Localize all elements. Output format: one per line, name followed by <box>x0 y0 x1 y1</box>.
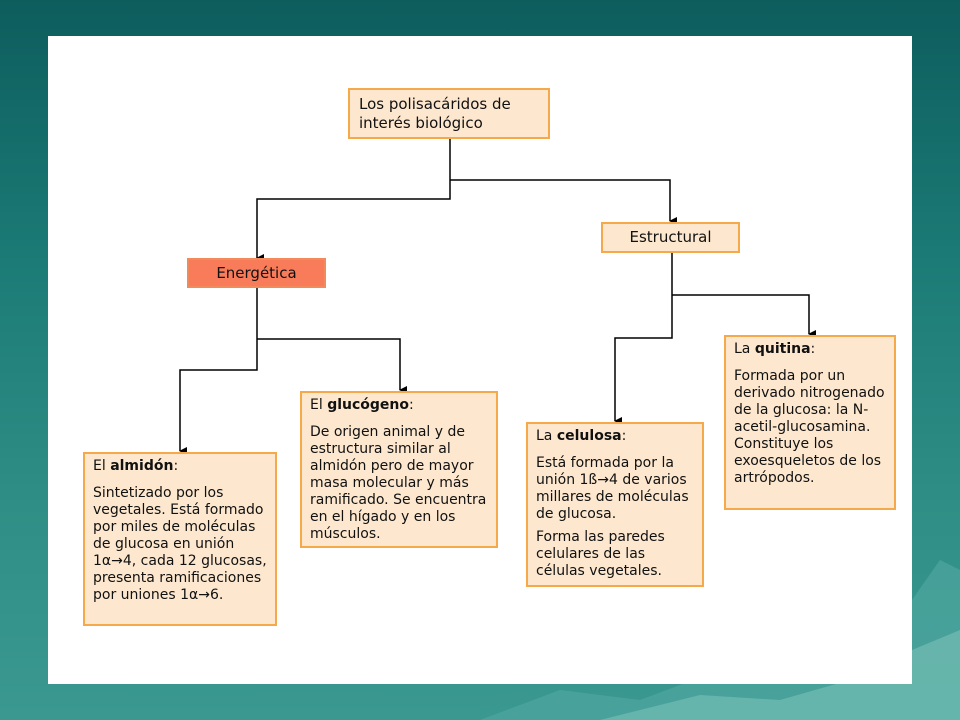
leaf-almidon-body: Sintetizado por los vegetales. Está form… <box>93 485 267 603</box>
leaf-almidon-heading: El almidón: <box>93 458 179 474</box>
connector-estructural-quitina <box>672 294 816 338</box>
connector-root-energetica <box>256 139 451 262</box>
branch-estructural: Estructural <box>601 222 740 253</box>
connector-energetica-almidon <box>179 288 258 455</box>
leaf-quitina-heading: La quitina: <box>734 341 816 357</box>
branch-energetica-label: Energética <box>216 263 297 282</box>
leaf-glucogeno: El glucógeno: De origen animal y de estr… <box>300 391 498 548</box>
connector-root-estructural <box>450 179 677 225</box>
leaf-celulosa-heading: La celulosa: <box>536 428 627 444</box>
branch-estructural-label: Estructural <box>629 228 712 246</box>
leaf-celulosa-body: Está formada por la unión 1ß→4 de varios… <box>536 455 689 522</box>
leaf-quitina-body: Formada por un derivado nitrogenado de l… <box>734 368 885 486</box>
branch-energetica: Energética <box>187 258 326 288</box>
root-node-label: Los polisacáridos de interés biológico <box>359 95 511 132</box>
leaf-glucogeno-heading: El glucógeno: <box>310 397 414 413</box>
leaf-glucogeno-body: De origen animal y de estructura similar… <box>310 424 487 542</box>
diagram-canvas: Los polisacáridos de interés biológico E… <box>48 36 912 684</box>
leaf-celulosa: La celulosa: Está formada por la unión 1… <box>526 422 704 587</box>
connector-estructural-celulosa <box>614 253 673 425</box>
connector-energetica-glucogeno <box>257 338 407 394</box>
root-node: Los polisacáridos de interés biológico <box>348 88 550 139</box>
leaf-almidon: El almidón: Sintetizado por los vegetale… <box>83 452 277 626</box>
connectors <box>179 139 816 455</box>
leaf-celulosa-body-2: Forma las paredes celulares de las célul… <box>536 529 665 579</box>
leaf-quitina: La quitina: Formada por un derivado nitr… <box>724 335 896 510</box>
